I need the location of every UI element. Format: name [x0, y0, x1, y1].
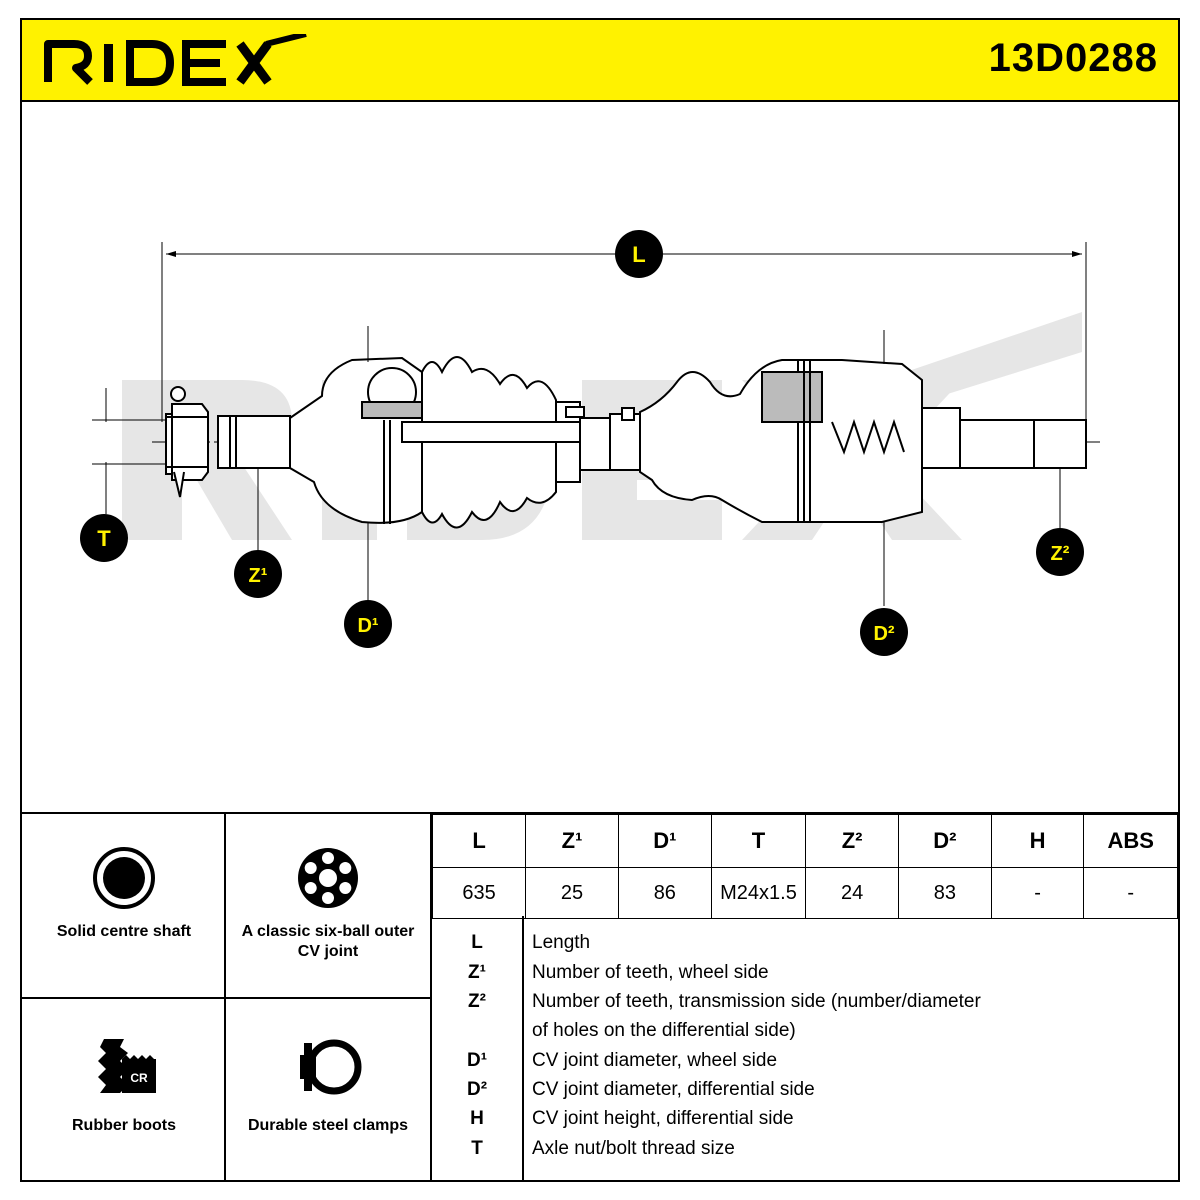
ridex-logo — [44, 34, 307, 86]
spec-header: T — [710, 814, 807, 868]
legend-symbol: Z² — [468, 991, 486, 1012]
drive-shaft-drawing: L T Z¹ D¹ D² Z² — [80, 230, 1100, 656]
legend-description: Number of teeth, wheel side — [532, 962, 769, 983]
feature-six-ball-joint: A classic six-ball outer CV joint — [226, 814, 430, 997]
spec-value: 25 — [525, 867, 619, 919]
technical-drawing: L T Z¹ D¹ D² Z² — [22, 102, 1178, 812]
legend-description: CV joint diameter, wheel side — [532, 1050, 778, 1071]
badge-T: T — [80, 514, 128, 562]
spec-value: M24x1.5 — [710, 867, 807, 919]
spec-header: L — [431, 814, 527, 868]
feature-solid-shaft: Solid centre shaft — [22, 814, 226, 997]
svg-text:L: L — [632, 242, 645, 267]
page-frame — [20, 18, 1180, 1182]
spec-value: - — [990, 867, 1085, 919]
specs-table: L Z¹ D¹ T Z² D² H ABS 635 25 86 M24x1.5 … — [431, 814, 1178, 919]
legend-description: CV joint height, differential side — [532, 1108, 794, 1129]
part-number: 13D0288 — [988, 36, 1158, 80]
spec-header: D¹ — [617, 814, 712, 868]
rubber-boot-icon: CR — [98, 1039, 156, 1093]
legend-description: of holes on the differential side) — [532, 1020, 796, 1041]
svg-text:Z¹: Z¹ — [249, 565, 268, 587]
solid-shaft-icon — [93, 847, 155, 909]
spec-header: ABS — [1083, 814, 1178, 868]
spec-value: - — [1083, 867, 1178, 919]
legend: L Length Z¹ Number of teeth, wheel side … — [432, 916, 1178, 1182]
legend-description: Axle nut/bolt thread size — [532, 1138, 735, 1159]
divider — [22, 997, 430, 999]
legend-description: CV joint diameter, differential side — [532, 1079, 815, 1100]
spec-value: 86 — [617, 867, 712, 919]
spec-section: Solid centre shaft A classic six-ball ou… — [22, 812, 1178, 1182]
divider — [430, 814, 432, 1182]
legend-symbol: D² — [466, 1079, 488, 1100]
spec-value: 635 — [431, 867, 527, 919]
legend-description: Number of teeth, transmission side (numb… — [532, 991, 981, 1012]
badge-Z2: Z² — [1036, 528, 1084, 576]
specs-value-row: 635 25 86 M24x1.5 24 83 - - — [431, 867, 1178, 919]
spec-header: H — [990, 814, 1085, 868]
specs-header-row: L Z¹ D¹ T Z² D² H ABS — [431, 814, 1178, 868]
feature-label: Rubber boots — [72, 1117, 176, 1134]
feature-steel-clamps: Durable steel clamps — [226, 999, 430, 1182]
spec-header: D² — [898, 814, 992, 868]
spec-value: 83 — [898, 867, 992, 919]
badge-Z1: Z¹ — [234, 550, 282, 598]
svg-text:Z²: Z² — [1051, 543, 1070, 565]
svg-text:D²: D² — [873, 623, 894, 645]
legend-symbol: T — [471, 1138, 483, 1159]
badge-L: L — [615, 230, 663, 278]
feature-label: Durable steel clamps — [247, 1117, 409, 1134]
divider — [522, 916, 524, 1182]
feature-label: A classic six-ball outer CV joint — [241, 923, 415, 960]
legend-symbol: L — [471, 932, 483, 953]
legend-description: Length — [532, 932, 591, 953]
svg-text:CR: CR — [130, 1071, 148, 1085]
feature-rubber-boots: CR Rubber boots — [22, 999, 226, 1182]
dimension-markers — [92, 326, 1061, 606]
drive-shaft — [165, 356, 1087, 529]
steel-clamp-icon — [300, 1039, 362, 1095]
spec-value: 24 — [805, 867, 899, 919]
six-ball-joint-icon — [298, 848, 358, 908]
legend-symbol: D¹ — [466, 1050, 488, 1071]
badge-D2: D² — [860, 608, 908, 656]
feature-label: Solid centre shaft — [56, 923, 192, 940]
spec-header: Z¹ — [525, 814, 619, 868]
svg-text:T: T — [97, 526, 111, 551]
spec-header: Z² — [805, 814, 899, 868]
header-bar: 13D0288 — [22, 20, 1178, 102]
svg-text:D¹: D¹ — [357, 615, 378, 637]
legend-symbol: H — [470, 1108, 484, 1129]
legend-symbol: Z¹ — [468, 962, 486, 983]
badge-D1: D¹ — [344, 600, 392, 648]
